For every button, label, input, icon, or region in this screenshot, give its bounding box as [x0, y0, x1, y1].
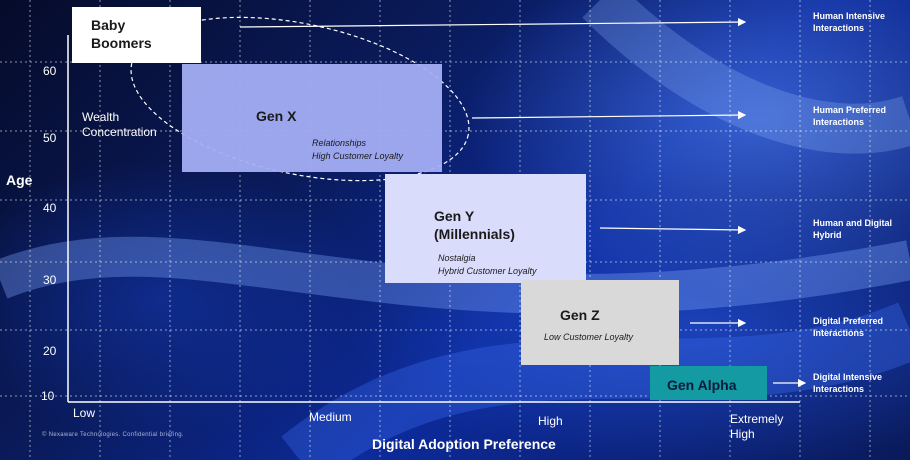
genz-note-loyalty: Low Customer Loyalty [544, 332, 634, 342]
label-human-digital-hybrid: Human and Digital Hybrid [813, 218, 893, 240]
geny-note-loyalty: Hybrid Customer Loyalty [438, 266, 537, 276]
ribbon-3 [582, 0, 910, 154]
geny-box [385, 174, 586, 283]
label-digital-intensive: Digital Intensive Interactions [813, 372, 883, 394]
y-tick: 30 [43, 273, 57, 287]
genx-note-loyalty: High Customer Loyalty [312, 151, 404, 161]
geny-title: Gen Y (Millennials) [434, 208, 515, 242]
boomers-box [72, 7, 201, 63]
genx-box [182, 64, 442, 172]
x-tick-medium: Medium [309, 410, 352, 424]
boomers-title: Baby Boomers [91, 17, 152, 51]
label-human-preferred: Human Preferred Interactions [813, 105, 887, 127]
label-digital-preferred: Digital Preferred Interactions [813, 316, 884, 338]
x-tick-low: Low [73, 406, 96, 420]
interaction-arrows [239, 17, 807, 388]
x-tick-high: High [538, 414, 563, 428]
arrow-geny [599, 225, 747, 235]
geny-note-nostalgia: Nostalgia [438, 253, 476, 263]
y-tick: 20 [43, 344, 57, 358]
alpha-title: Gen Alpha [667, 377, 737, 393]
genx-note-relationships: Relationships [312, 138, 367, 148]
y-axis-title: Age [6, 172, 33, 188]
y-tick: 40 [43, 201, 57, 215]
wealth-concentration-label: Wealth Concentration [82, 110, 157, 139]
genx-title: Gen X [256, 108, 297, 124]
genz-box [521, 280, 679, 365]
ribbon-2 [281, 302, 910, 460]
ribbon-1 [0, 236, 910, 315]
genz-title: Gen Z [560, 307, 600, 323]
label-human-intensive: Human Intensive Interactions [813, 11, 886, 33]
arrow-genx [471, 110, 747, 120]
wealth-ellipse [130, 16, 470, 182]
arrow-boomers [239, 17, 747, 28]
x-tick-extremely-high: Extremely High [730, 412, 784, 441]
copyright-footer: © Nexaware Technologies. Confidential br… [42, 432, 184, 438]
y-tick: 60 [43, 64, 57, 78]
alpha-box [650, 366, 767, 400]
y-tick: 50 [43, 131, 57, 145]
y-tick: 10 [41, 389, 55, 403]
x-axis-title: Digital Adoption Preference [372, 436, 556, 452]
